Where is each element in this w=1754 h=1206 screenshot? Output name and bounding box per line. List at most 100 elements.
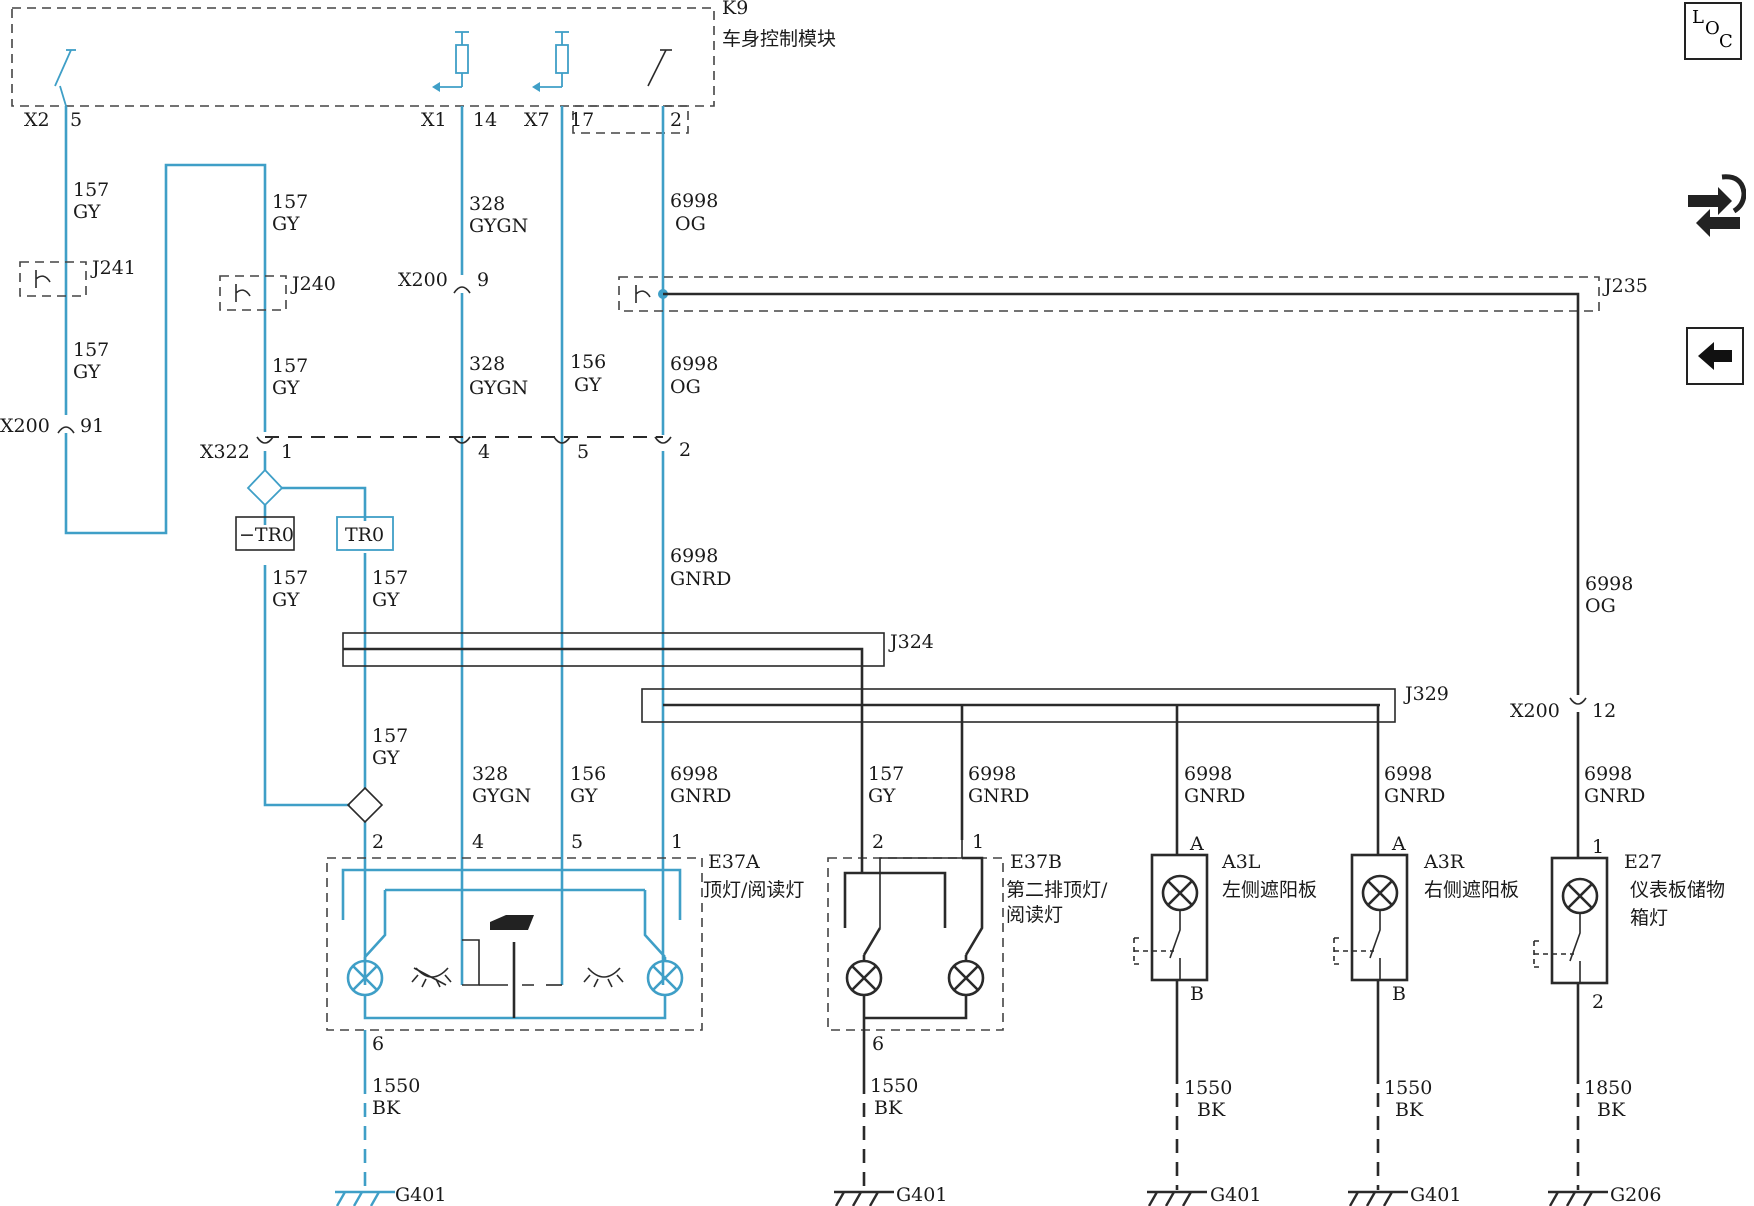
k9-pin2: 2 [670,109,682,131]
x7-subbox [572,105,689,134]
a3r-pin-a: A [1391,833,1406,855]
svg-text:6998: 6998 [968,763,1016,785]
j241-label: J241 [90,257,136,279]
e37b-pin2: 2 [872,831,884,853]
svg-text:328: 328 [469,353,505,375]
locator-l: L [1692,7,1704,28]
e37b-internals [843,840,985,1040]
svg-text:GY: GY [372,589,400,611]
e27-pin1: 1 [1592,836,1604,858]
svg-text:GY: GY [73,361,101,383]
svg-text:6998: 6998 [1585,573,1633,595]
svg-text:2: 2 [679,439,691,461]
k9-output-17 [532,31,569,92]
x2-label: X2 [24,109,50,131]
ground-g401-4: G401 [1410,1184,1461,1206]
k9-switch-left [54,49,76,107]
ground-symbol-3 [1147,1190,1207,1206]
x1-label: X1 [421,109,447,131]
e37a-pin2: 2 [372,831,384,853]
e37b-pin1: 1 [972,831,984,853]
j324-bus [343,647,864,840]
svg-text:6998: 6998 [670,190,718,212]
svg-text:GY: GY [272,589,300,611]
svg-text:GNRD: GNRD [1384,785,1445,807]
svg-text:12: 12 [1592,700,1616,722]
svg-text:328: 328 [472,763,508,785]
e37a-pin4: 4 [472,831,484,853]
e37a-pin5: 5 [571,831,583,853]
ground-g401-3: G401 [1210,1184,1261,1206]
connector-view-button[interactable] [1682,165,1747,245]
svg-text:4: 4 [478,441,490,463]
svg-text:GYGN: GYGN [469,377,528,399]
j324-label: J324 [888,631,934,653]
svg-text:X322: X322 [200,441,250,463]
svg-text:156: 156 [570,351,606,373]
svg-text:6998: 6998 [670,545,718,567]
option-not-tr0 [235,516,295,551]
option-not-tr0-label: −TR0 [239,524,294,546]
locator-c: C [1719,31,1733,52]
svg-text:GNRD: GNRD [1184,785,1245,807]
svg-text:BK: BK [372,1097,401,1119]
e27-name-1: 仪表板储物 [1630,879,1725,901]
svg-text:GNRD: GNRD [968,785,1029,807]
splice-diamond-bottom [346,786,384,824]
svg-text:157: 157 [372,725,408,747]
a3l-pin-b: B [1190,983,1204,1005]
svg-text:157: 157 [73,339,109,361]
wire-157-loop [64,163,267,535]
a3r-id: A3R [1423,851,1465,873]
svg-text:328: 328 [469,193,505,215]
svg-text:BK: BK [1597,1099,1626,1121]
wire-157-ntr0 [263,565,350,807]
svg-text:GY: GY [272,377,300,399]
e27-id: E27 [1624,851,1662,873]
svg-text:BK: BK [1197,1099,1226,1121]
svg-text:1550: 1550 [372,1075,420,1097]
e37a-internals [341,868,684,1020]
svg-text:157: 157 [272,191,308,213]
svg-text:157: 157 [73,179,109,201]
e27-component [1533,856,1609,985]
svg-text:GY: GY [272,213,300,235]
e27-name-2: 箱灯 [1630,907,1668,929]
locator-button[interactable]: L O C [1684,2,1742,60]
k9-name: 车身控制模块 [722,28,836,50]
svg-text:OG: OG [1585,595,1616,617]
j235-label: J235 [1602,275,1648,297]
svg-text:157: 157 [272,355,308,377]
e37a-pin1: 1 [671,831,683,853]
back-button[interactable] [1686,327,1744,385]
svg-text:9: 9 [477,269,489,291]
splice-j235 [618,276,1600,312]
e37a-box [326,857,703,1031]
a3l-name: 左侧遮阳板 [1222,879,1317,901]
svg-text:157: 157 [272,567,308,589]
a3l-pin-a: A [1189,833,1204,855]
svg-text:157: 157 [372,567,408,589]
e37b-id: E37B [1010,851,1062,873]
svg-text:BK: BK [1395,1099,1424,1121]
x2-pin: 5 [70,109,82,131]
e37b-name-2: 阅读灯 [1006,904,1063,926]
k9-id: K9 [722,0,748,19]
svg-text:5: 5 [577,441,589,463]
svg-text:1550: 1550 [1184,1077,1232,1099]
ground-g401-2: G401 [896,1184,947,1206]
svg-text:GNRD: GNRD [670,568,731,590]
ground-symbol-5 [1548,1190,1608,1206]
splice-j240 [219,275,287,311]
svg-text:GNRD: GNRD [670,785,731,807]
e37b-name-1: 第二排顶灯/ [1006,879,1108,901]
svg-text:GY: GY [372,747,400,769]
svg-text:6998: 6998 [1384,763,1432,785]
splice-j241 [19,261,87,297]
e37a-id: E37A [708,851,760,873]
x7-pin: 17 [570,109,594,131]
k9-module-box [11,7,715,107]
ground-symbol-4 [1348,1190,1408,1206]
ground-g401-1: G401 [395,1184,446,1206]
